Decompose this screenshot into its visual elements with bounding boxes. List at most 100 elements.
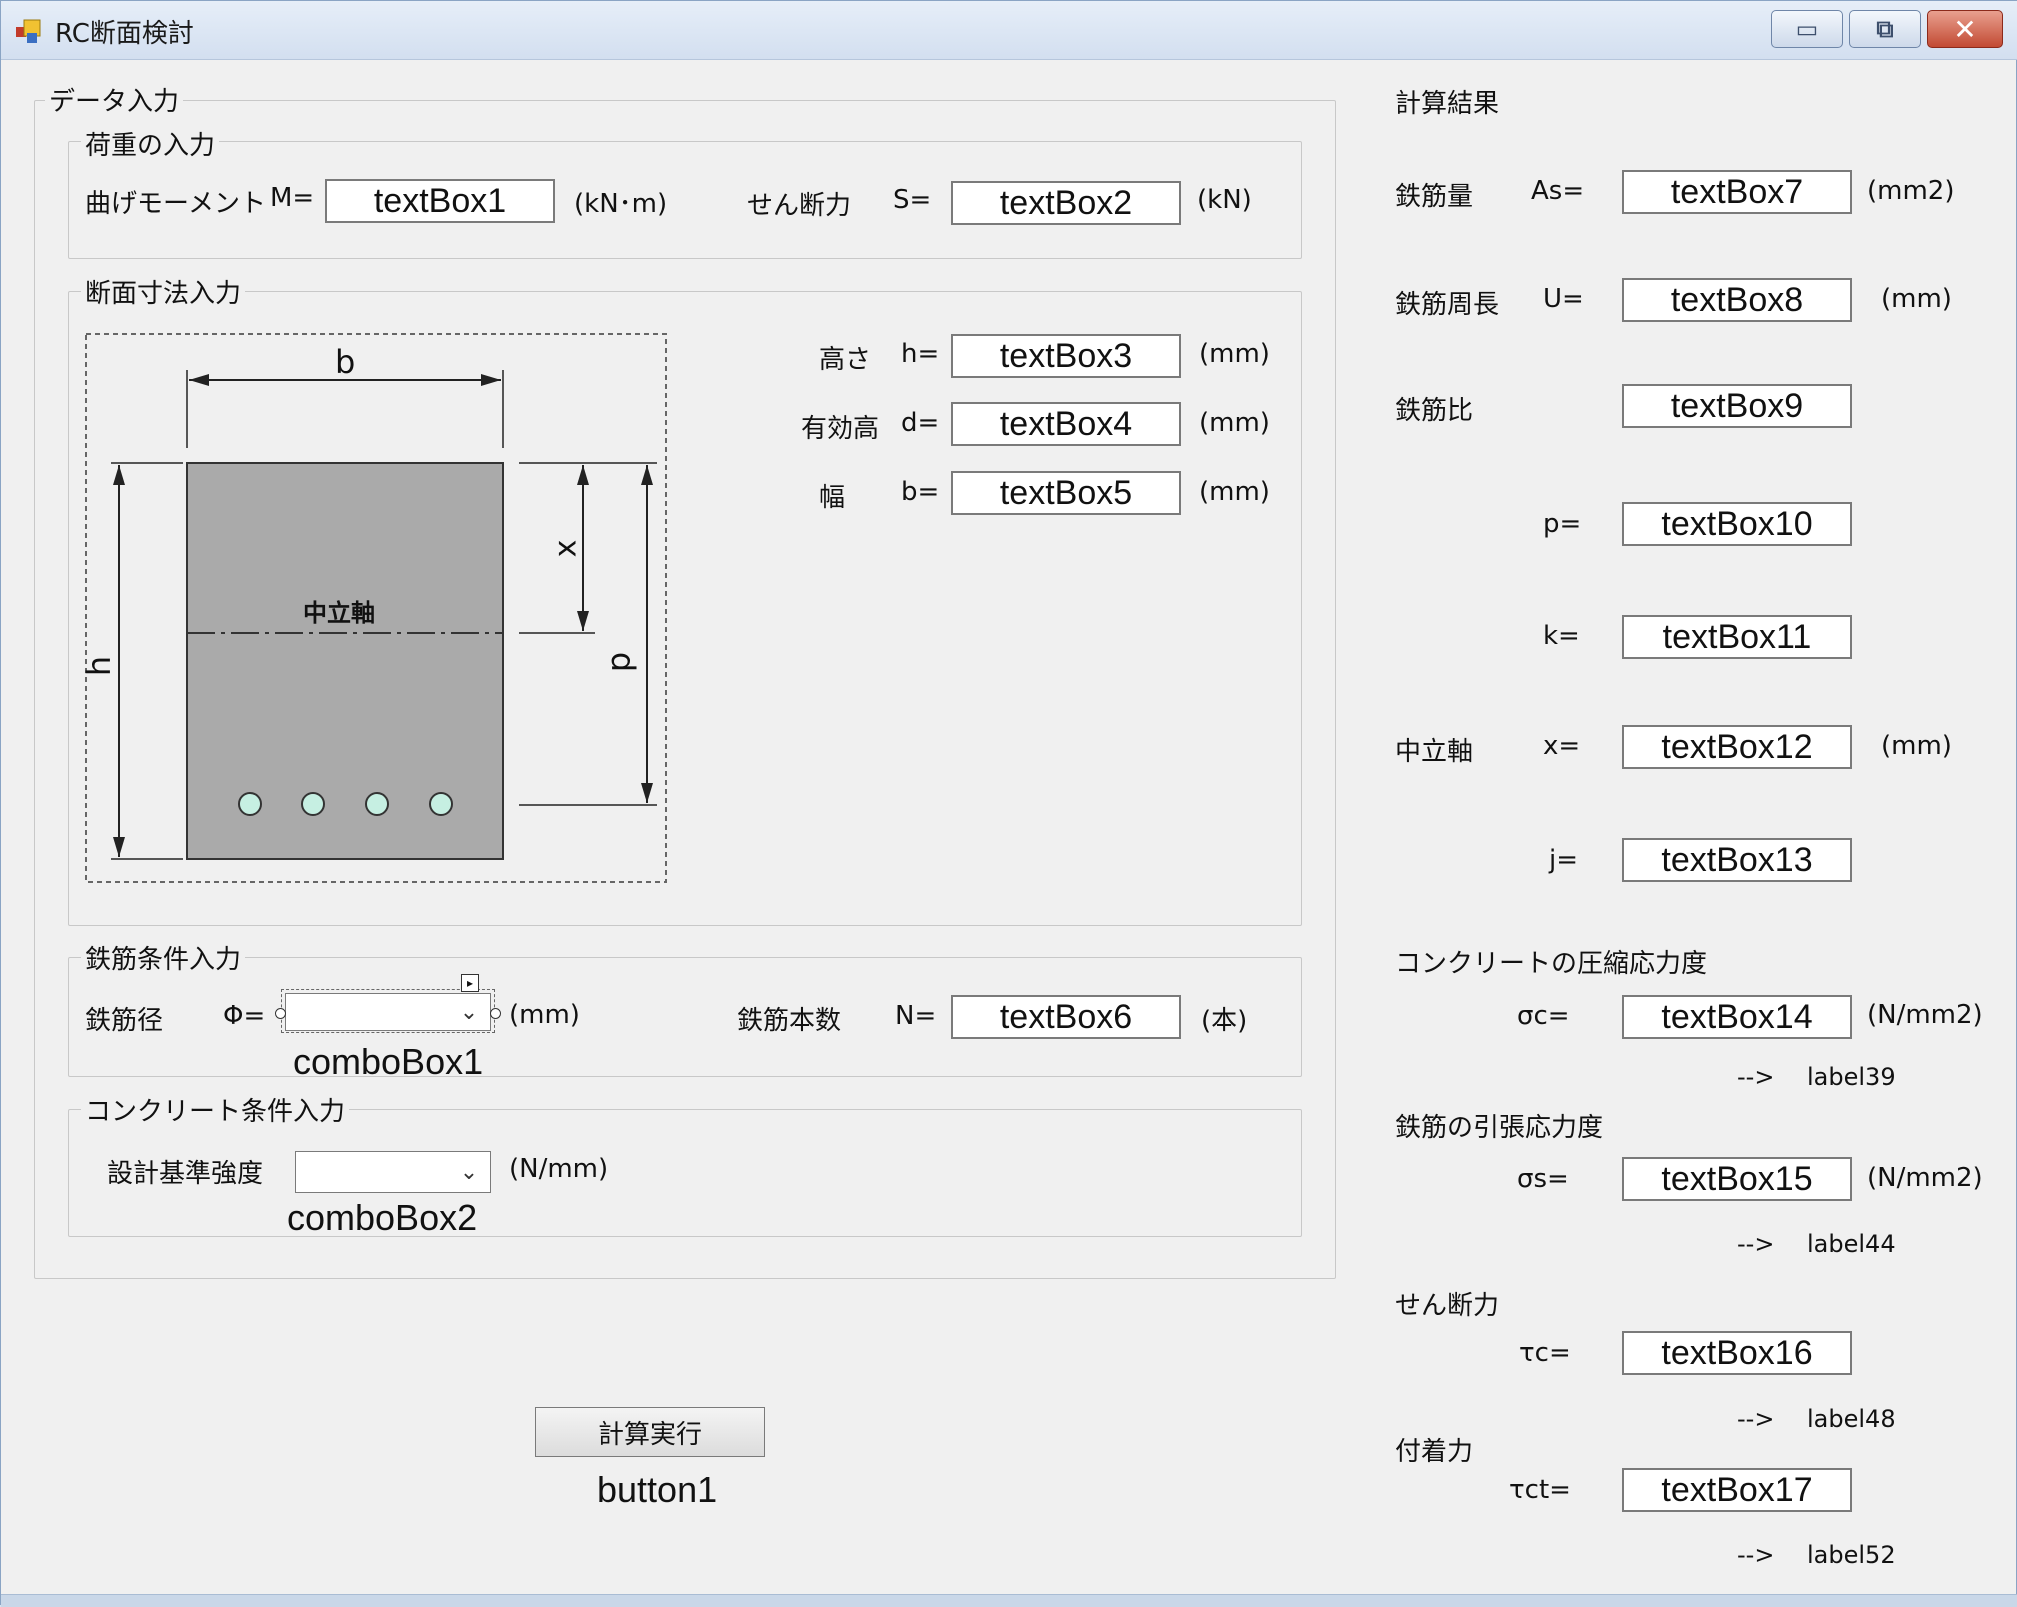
smart-tag-icon[interactable]: ▸ xyxy=(461,974,479,992)
height-input[interactable]: textBox3 xyxy=(951,334,1181,378)
p-output[interactable]: textBox10 xyxy=(1622,502,1852,546)
data-input-title: データ入力 xyxy=(45,81,184,118)
bond-stress-output[interactable]: textBox17 xyxy=(1622,1468,1852,1512)
rebar-count-input[interactable]: textBox6 xyxy=(951,995,1181,1039)
rebar-perimeter-output[interactable]: textBox8 xyxy=(1622,278,1852,322)
neutral-axis-symbol: x= xyxy=(1543,731,1581,761)
height-unit: (mm) xyxy=(1199,339,1270,369)
diagram-neutral-axis-label: 中立軸 xyxy=(303,599,375,627)
effective-depth-input[interactable]: textBox4 xyxy=(951,402,1181,446)
resize-handle-left[interactable] xyxy=(275,1008,286,1019)
rebar-ratio-output[interactable]: textBox9 xyxy=(1622,384,1852,428)
load-group xyxy=(68,141,1302,259)
effective-depth-unit: (mm) xyxy=(1199,408,1270,438)
button1-caption: button1 xyxy=(597,1469,718,1510)
shear-stress-symbol: τc= xyxy=(1519,1338,1571,1368)
rebar-perimeter-symbol: U= xyxy=(1543,284,1584,314)
concrete-stress-arrow: --> xyxy=(1737,1063,1775,1091)
results-title: 計算結果 xyxy=(1395,89,1500,119)
app-icon xyxy=(16,19,41,43)
minimize-icon: ▭ xyxy=(1795,15,1819,43)
moment-label: 曲げモーメント xyxy=(85,189,266,219)
shear-stress-output[interactable]: textBox16 xyxy=(1622,1331,1852,1375)
diagram-b-label: b xyxy=(335,343,356,381)
neutral-axis-output[interactable]: textBox12 xyxy=(1622,725,1852,769)
calculate-button[interactable]: 計算実行 xyxy=(535,1407,765,1457)
width-label: 幅 xyxy=(819,483,846,513)
rebar-diameter-combobox[interactable]: ⌄ xyxy=(285,993,491,1031)
bond-stress-label: 付着力 xyxy=(1395,1437,1474,1467)
window-title: RC断面検討 xyxy=(55,19,194,49)
window-bottom-border xyxy=(1,1594,2017,1607)
bond-stress-arrow: --> xyxy=(1737,1541,1775,1569)
neutral-axis-label: 中立軸 xyxy=(1395,737,1474,767)
combobox1-caption: comboBox1 xyxy=(293,1041,484,1082)
steel-stress-ref-label: label44 xyxy=(1807,1230,1896,1258)
concrete-stress-unit: (N/mm2) xyxy=(1867,1000,1983,1030)
j-symbol: j= xyxy=(1549,845,1579,875)
p-symbol: p= xyxy=(1543,509,1582,539)
bond-stress-ref-label: label52 xyxy=(1807,1541,1896,1569)
k-output[interactable]: textBox11 xyxy=(1622,615,1852,659)
concrete-stress-ref-label: label39 xyxy=(1807,1063,1896,1091)
rebar-perimeter-label: 鉄筋周長 xyxy=(1395,290,1500,320)
steel-stress-symbol: σs= xyxy=(1517,1164,1569,1194)
rebar-diameter-symbol: Φ= xyxy=(223,1001,266,1031)
rebar-diameter-unit: (mm) xyxy=(509,1000,580,1030)
diagram-h-label: h xyxy=(80,655,119,677)
concrete-group xyxy=(68,1109,1302,1237)
moment-symbol: M= xyxy=(270,183,315,213)
minimize-button[interactable]: ▭ xyxy=(1771,10,1843,48)
close-button[interactable]: ✕ xyxy=(1927,10,2003,48)
concrete-stress-output[interactable]: textBox14 xyxy=(1622,995,1852,1039)
rebar-perimeter-unit: (mm) xyxy=(1881,284,1952,314)
close-icon: ✕ xyxy=(1953,12,1977,46)
width-input[interactable]: textBox5 xyxy=(951,471,1181,515)
shear-force-unit: (kN) xyxy=(1197,185,1252,215)
diagram-d-label: d xyxy=(604,651,643,673)
rebar-area-label: 鉄筋量 xyxy=(1395,182,1474,212)
steel-stress-unit: (N/mm2) xyxy=(1867,1163,1983,1193)
rebar-diameter-label: 鉄筋径 xyxy=(85,1006,164,1036)
chevron-down-icon: ⌄ xyxy=(459,1159,479,1185)
height-label: 高さ xyxy=(819,345,872,375)
rebar-group xyxy=(68,957,1302,1077)
title-bar: RC断面検討 ▭ ⧉ ✕ xyxy=(1,1,2017,60)
width-symbol: b= xyxy=(901,477,940,507)
moment-input[interactable]: textBox1 xyxy=(325,179,555,223)
rebar-group-title: 鉄筋条件入力 xyxy=(81,939,246,976)
concrete-group-title: コンクリート条件入力 xyxy=(81,1091,350,1128)
concrete-stress-symbol: σc= xyxy=(1517,1001,1570,1031)
maximize-icon: ⧉ xyxy=(1876,15,1894,43)
rebar-ratio-label: 鉄筋比 xyxy=(1395,396,1474,426)
shear-stress-label: せん断力 xyxy=(1395,1291,1500,1321)
chevron-down-icon: ⌄ xyxy=(459,999,479,1025)
neutral-axis-unit: (mm) xyxy=(1881,731,1952,761)
shear-stress-ref-label: label48 xyxy=(1807,1405,1896,1433)
steel-stress-arrow: --> xyxy=(1737,1230,1775,1258)
steel-stress-output[interactable]: textBox15 xyxy=(1622,1157,1852,1201)
rebar-count-label: 鉄筋本数 xyxy=(737,1006,842,1036)
design-strength-label: 設計基準強度 xyxy=(107,1159,264,1189)
shear-force-label: せん断力 xyxy=(747,191,852,221)
design-strength-combobox[interactable]: ⌄ xyxy=(295,1151,491,1193)
effective-depth-label: 有効高 xyxy=(801,414,880,444)
section-diagram xyxy=(85,333,667,883)
section-group-title: 断面寸法入力 xyxy=(81,273,246,310)
design-strength-unit: (N/mm) xyxy=(509,1154,609,1184)
shear-force-input[interactable]: textBox2 xyxy=(951,181,1181,225)
resize-handle-right[interactable] xyxy=(490,1008,501,1019)
load-group-title: 荷重の入力 xyxy=(81,125,220,162)
rebar-area-output[interactable]: textBox7 xyxy=(1622,170,1852,214)
shear-force-symbol: S= xyxy=(893,185,932,215)
height-symbol: h= xyxy=(901,339,940,369)
steel-stress-label: 鉄筋の引張応力度 xyxy=(1395,1113,1604,1143)
rebar-count-unit: (本) xyxy=(1201,1006,1248,1036)
rebar-area-symbol: As= xyxy=(1531,176,1585,206)
shear-stress-arrow: --> xyxy=(1737,1405,1775,1433)
j-output[interactable]: textBox13 xyxy=(1622,838,1852,882)
maximize-button[interactable]: ⧉ xyxy=(1849,10,1921,48)
diagram-x-label: x xyxy=(548,539,584,558)
k-symbol: k= xyxy=(1543,621,1580,651)
